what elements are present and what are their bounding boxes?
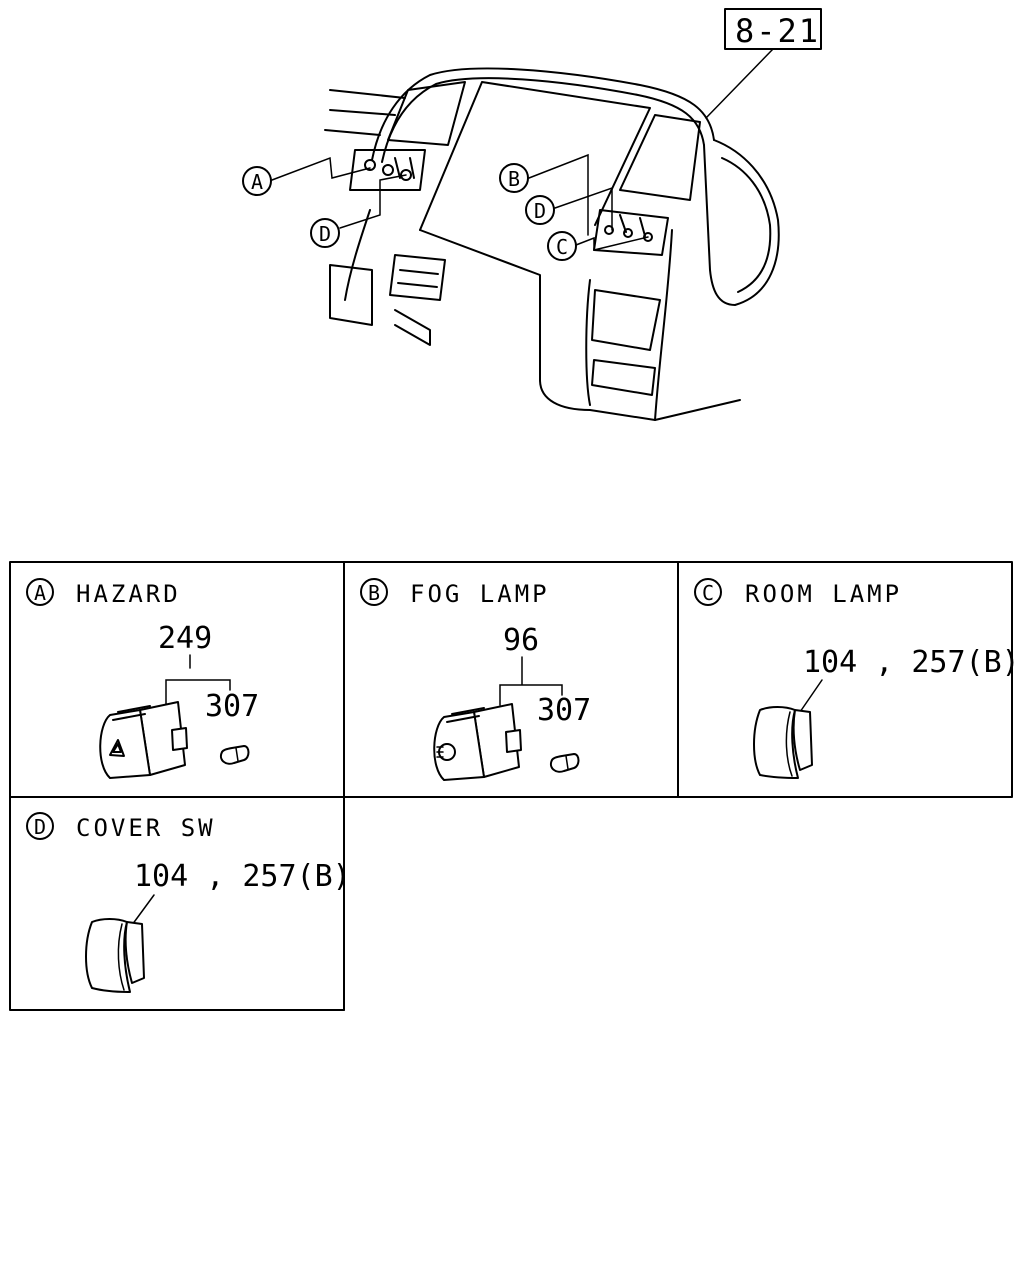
callout-a[interactable]: A (242, 166, 272, 196)
panel-room-lamp-letter: C (702, 581, 714, 605)
panel-fog-lamp[interactable]: B FOG LAMP 96 307 (360, 578, 591, 781)
callout-d-right[interactable]: D (525, 195, 555, 225)
callout-b-label: B (508, 167, 520, 191)
part-number-96[interactable]: 96 (503, 623, 539, 658)
panel-room-lamp-title: ROOM LAMP (745, 580, 902, 608)
parts-table (9, 561, 1013, 1011)
part-number-307-hazard[interactable]: 307 (205, 689, 259, 724)
panel-cover-sw[interactable]: D COVER SW 104 , 257(B) (26, 812, 351, 993)
callout-d-left-label: D (319, 222, 331, 246)
part-number-104-257b-room[interactable]: 104 , 257(B) (803, 645, 1020, 680)
fog-lamp-switch-icon (433, 703, 522, 781)
callout-c-label: C (556, 235, 568, 259)
panel-hazard-letter: A (34, 581, 46, 605)
callout-b[interactable]: B (499, 163, 529, 193)
callout-a-label: A (251, 170, 263, 194)
panel-cover-sw-letter: D (34, 815, 46, 839)
reference-box-label: 8-21 (735, 12, 820, 50)
panel-cover-sw-title: COVER SW (76, 814, 216, 842)
reference-box[interactable] (724, 8, 822, 50)
dashboard-illustration: 8-21 (242, 8, 822, 421)
part-number-104-257b-cover[interactable]: 104 , 257(B) (134, 859, 351, 894)
panel-fog-lamp-title: FOG LAMP (410, 580, 550, 608)
hazard-switch-icon (99, 701, 188, 779)
part-number-307-fog[interactable]: 307 (537, 693, 591, 728)
callout-d-right-label: D (534, 199, 546, 223)
callout-c[interactable]: C (547, 231, 577, 261)
panel-fog-lamp-letter: B (368, 581, 380, 605)
panel-room-lamp[interactable]: C ROOM LAMP 104 , 257(B) (694, 578, 1020, 779)
part-number-249[interactable]: 249 (158, 621, 212, 656)
callout-d-left[interactable]: D (310, 218, 340, 248)
panel-hazard-title: HAZARD (76, 580, 181, 608)
cover-switch-icon (85, 918, 145, 993)
bulb-icon-fog (550, 753, 580, 773)
bulb-icon-hazard (220, 745, 250, 765)
panel-hazard[interactable]: A HAZARD 249 307 (26, 578, 259, 779)
room-lamp-cover-icon (753, 706, 813, 779)
